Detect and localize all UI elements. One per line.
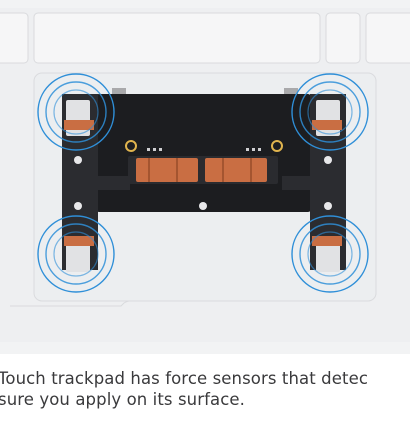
trackpad-diagram: [0, 12, 410, 307]
force-sensor-ring-bottom-right: [291, 215, 369, 293]
left-bracket: [62, 94, 130, 272]
caption: Touch trackpad has force sensors that de…: [0, 368, 410, 410]
trackpad-illustration: [0, 0, 410, 354]
sensor-board: [96, 88, 311, 212]
force-sensor-ring-top-left: [37, 73, 115, 151]
caption-line-1: Touch trackpad has force sensors that de…: [0, 369, 368, 388]
keyboard-keys: [0, 12, 410, 64]
force-sensor-ring-top-right: [291, 73, 369, 151]
force-sensor-ring-bottom-left: [37, 215, 115, 293]
caption-line-2: sure you apply on its surface.: [0, 390, 246, 409]
